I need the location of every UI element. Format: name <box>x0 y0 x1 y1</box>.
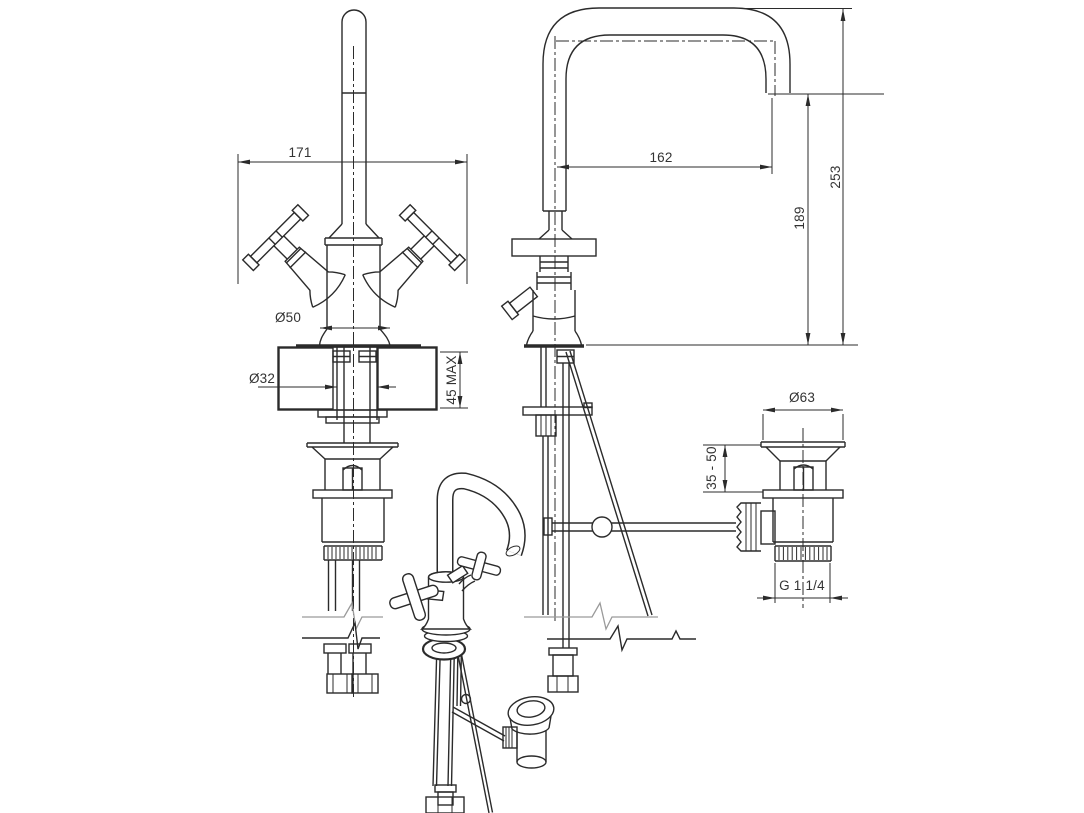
iso-lever-rod <box>451 706 506 742</box>
waste-detail-view <box>736 428 846 608</box>
front-right-handle <box>362 203 467 308</box>
dim-label-base-diameter: Ø50 <box>274 310 302 325</box>
side-underdeck <box>522 347 736 693</box>
popup-rod-ball-joint <box>591 516 613 538</box>
side-view <box>500 7 791 693</box>
front-supply-tails <box>302 560 383 694</box>
waste-upper-body <box>762 461 844 499</box>
dim-label-clamping-range: 35 - 50 <box>704 446 719 490</box>
dim-label-hole-diameter: Ø32 <box>248 371 276 386</box>
front-left-handle <box>241 203 346 308</box>
iso-rod-clamp <box>460 693 472 705</box>
iso-bonnet-lines <box>458 574 476 592</box>
front-view <box>241 9 467 700</box>
dim-label-deck-thickness: 45 MAX <box>444 355 459 405</box>
dim-label-overall-height: 253 <box>828 165 843 189</box>
dim-label-handle-width: 171 <box>288 145 312 160</box>
waste-flange <box>760 441 846 462</box>
iso-supply-fitting <box>425 784 465 813</box>
isometric-view <box>389 472 555 813</box>
front-waste-body <box>306 442 399 561</box>
iso-right-handle <box>446 551 502 584</box>
front-body <box>296 223 421 348</box>
waste-lower-body <box>772 498 834 562</box>
iso-rods-pipes <box>432 642 506 813</box>
dim-label-thread-size: G 1 1/4 <box>779 578 825 593</box>
front-shank <box>317 347 388 443</box>
iso-left-handle <box>389 573 445 621</box>
popup-rod-diagonal <box>565 350 653 617</box>
side-body <box>500 211 597 348</box>
side-lever <box>500 286 539 321</box>
dim-label-spout-reach: 162 <box>649 150 673 165</box>
dim-label-flange-diameter: Ø63 <box>788 390 816 405</box>
iso-spout-outlet <box>505 545 521 557</box>
dim-label-outlet-height: 189 <box>792 206 807 230</box>
dimensions <box>237 8 884 603</box>
iso-waste <box>502 696 555 769</box>
front-spout-pipe <box>341 9 367 224</box>
countertop-section <box>277 346 438 411</box>
side-spout <box>542 7 791 212</box>
side-centerlines <box>554 36 776 622</box>
popup-horizontal-rod <box>552 522 736 532</box>
waste-side-nut <box>736 502 776 552</box>
iso-long-rod <box>457 654 494 813</box>
